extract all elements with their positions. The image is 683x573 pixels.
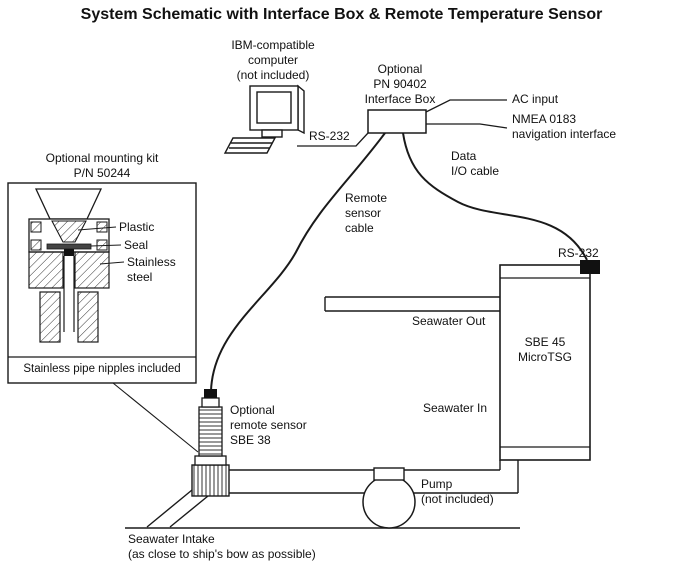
inset-pointer-line — [112, 382, 199, 453]
sbe45-box — [499, 260, 600, 461]
sbe38-label: Optional remote sensor SBE 38 — [230, 403, 307, 447]
rs232-connector-icon — [580, 260, 600, 274]
computer-label: IBM-compatible computer (not included) — [231, 38, 315, 82]
mounting-kit-label: Optional mounting kit P/N 50244 — [45, 151, 159, 180]
sensor-cap-icon — [204, 389, 217, 398]
intake-pipe — [146, 489, 209, 528]
mounting-kit-inset — [7, 182, 197, 384]
sbe38-sensor-shape — [191, 389, 230, 497]
seal-label: Seal — [124, 238, 149, 252]
ac-input-line — [425, 99, 507, 113]
interface-box-label: Optional PN 90402 Interface Box — [364, 62, 436, 106]
plastic-part — [51, 220, 87, 243]
computer-icon — [223, 84, 305, 154]
pipe-nipples-note: Stainless pipe nipples included — [23, 363, 181, 375]
seawater-out-label: Seawater Out — [412, 314, 486, 328]
seal-part — [46, 243, 92, 250]
remote-sensor-cable-line — [210, 132, 386, 392]
pump-label: Pump (not included) — [421, 477, 494, 506]
nmea-line — [426, 123, 508, 129]
data-io-cable-label: Data I/O cable — [451, 149, 500, 178]
intake-label: Seawater Intake (as close to ship's bow … — [128, 532, 316, 561]
stainless-steel-label: Stainless steel — [127, 255, 176, 284]
seawater-out-pipe — [324, 296, 500, 312]
rs232-link-line — [297, 132, 369, 147]
nmea-label: NMEA 0183 navigation interface — [512, 112, 617, 141]
pump-shape — [362, 467, 416, 529]
plastic-label: Plastic — [119, 220, 155, 234]
stainless-part — [28, 251, 64, 289]
remote-sensor-cable-label: Remote sensor cable — [345, 191, 388, 235]
rs232-left-label: RS-232 — [309, 129, 350, 143]
data-io-cable-line — [402, 132, 588, 261]
interface-box-shape — [367, 109, 427, 134]
ac-input-label: AC input — [512, 92, 559, 106]
seawater-in-label: Seawater In — [423, 401, 488, 415]
rs232-right-label: RS-232 — [558, 246, 599, 260]
page-title: System Schematic with Interface Box & Re… — [80, 6, 603, 23]
sbe45-label: SBE 45 MicroTSG — [518, 335, 572, 364]
